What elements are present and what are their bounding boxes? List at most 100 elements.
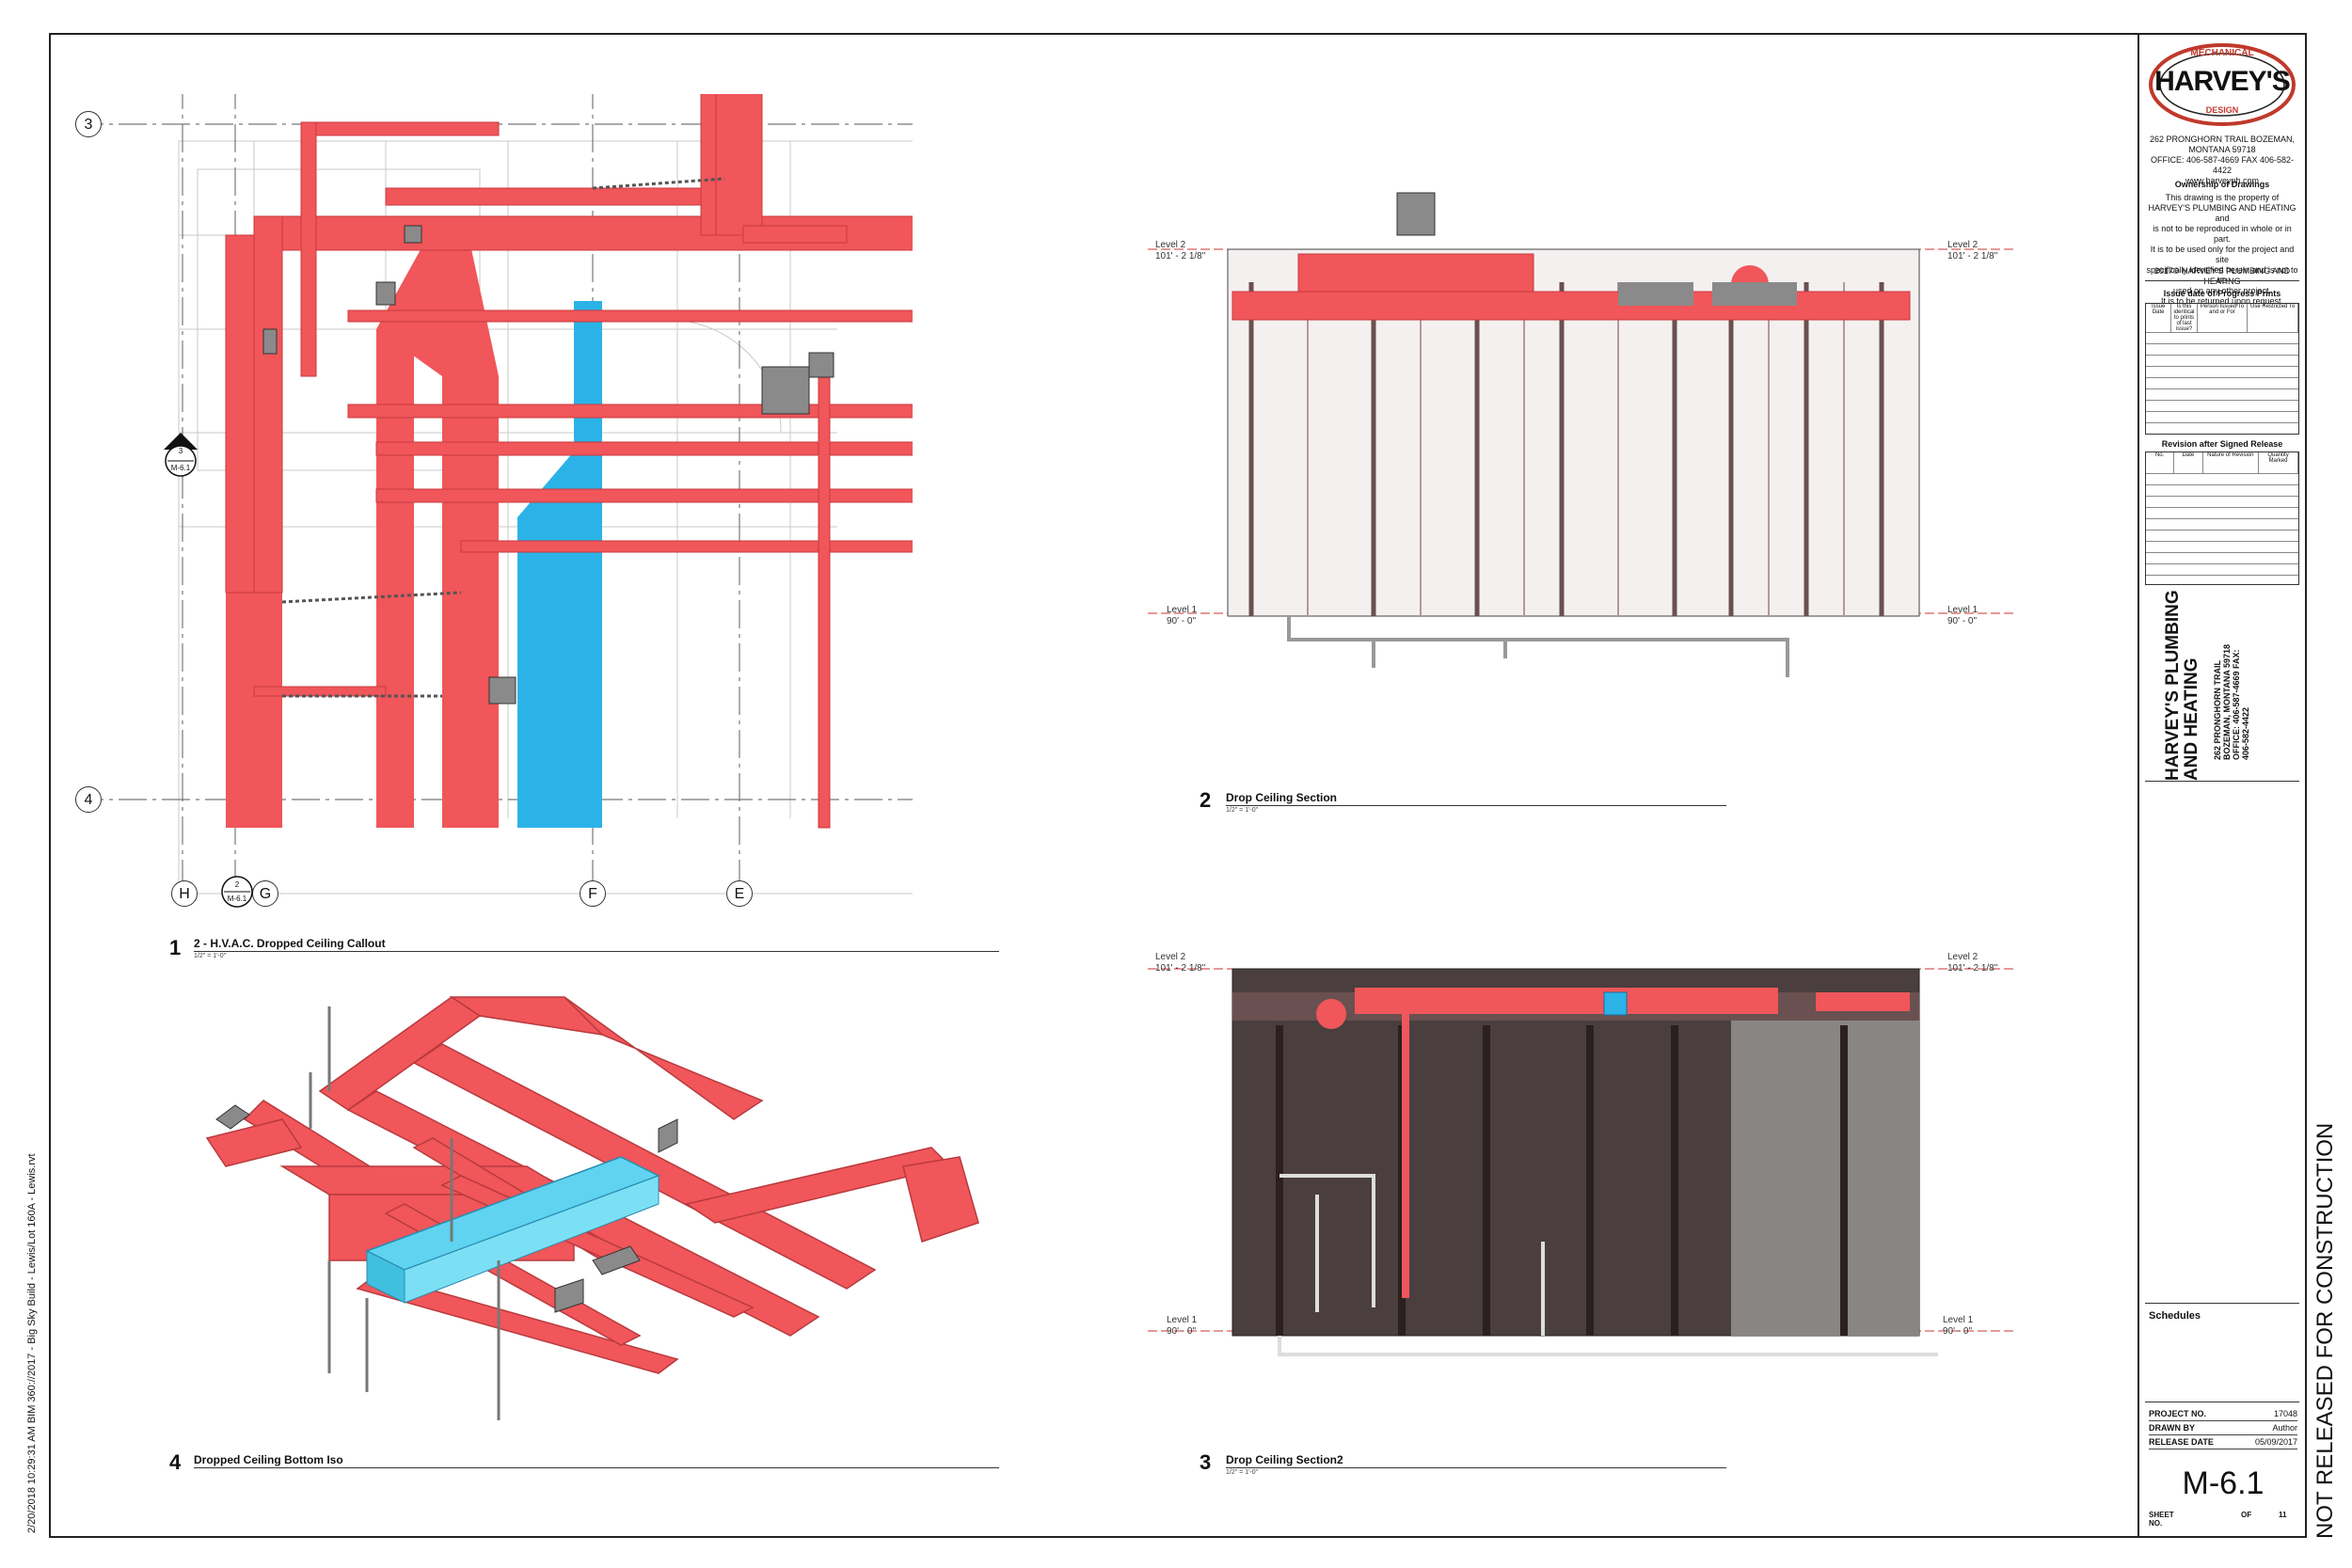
address-line: 262 PRONGHORN TRAIL BOZEMAN, [2149,135,2296,144]
ownership-line: is not to be reproduced in whole or in p… [2153,224,2292,244]
release-date-value: 05/09/2017 [2254,1437,2297,1447]
release-date-row: RELEASE DATE 05/09/2017 [2149,1435,2297,1449]
drawn-by-value: Author [2272,1423,2297,1433]
revisions-title: Revision after Signed Release [2161,439,2283,449]
grid-bubble-3: 3 [75,111,102,137]
level-elev: 90' - 0" [1943,1326,1973,1337]
address-line: OFFICE: 406-587-4669 FAX 406-582-4422 [2150,155,2295,175]
section-marker-icon [221,876,253,908]
tb-divider [2145,781,2299,782]
level-elev: 101' - 2 1/8" [1947,251,1998,261]
progress-prints-title: Issue date of Progress Prints [2163,289,2281,298]
view-2-underline [1226,805,1726,806]
view-3-scale: 1/2" = 1'-0" [1226,1469,1259,1476]
logo-ellipse-icon [2149,43,2296,126]
rev-header: Nature of Revision [2203,452,2260,473]
title-block [2137,33,2307,1538]
progress-prints-table: Issue Date Is this identical to prints o… [2145,303,2299,435]
grid-bubble-f: F [580,880,606,907]
ownership-line: It is to be used only for the project an… [2150,245,2295,264]
level-name: Level 1 [1167,605,1198,615]
level-elev: 90' - 0" [1947,616,1978,626]
view-1-number: 1 [169,936,182,959]
ownership-line: used on any other project. [2172,286,2272,295]
pp-header: Is this identical to prints of last issu… [2171,304,2198,332]
address-block: 262 PRONGHORN TRAIL BOZEMAN, MONTANA 597… [2145,135,2299,186]
company-addr-line: OFFICE: 406-587-4669 FAX: [2232,649,2241,760]
section-callout-bottom-num: 2 [234,880,240,889]
company-addr-line: BOZEMAN, MONTANA 59718 [2222,643,2232,760]
level-name: Level 1 [1943,1315,1974,1325]
grid-bubble-e: E [726,880,753,907]
view-1-scale: 1/2" = 1'-0" [194,953,227,959]
section-callout-bottom[interactable]: 2 M-6.1 [220,875,254,912]
not-released-watermark: NOT RELEASED FOR CONSTRUCTION [2312,1122,2338,1539]
view-2-scale: 1/2" = 1'-0" [1226,807,1259,814]
level-elev: 90' - 0" [1167,616,1197,626]
rev-header: No. [2146,452,2175,473]
level-name: Level 1 [1167,1315,1198,1325]
ownership-line: This drawing is the property of [2165,193,2280,202]
address-line: MONTANA 59718 [2188,145,2256,154]
sheet-border [49,33,2307,1538]
view-4-title: Dropped Ceiling Bottom Iso [194,1453,343,1466]
total-sheets: 11 [2279,1511,2287,1519]
company-address-vertical: 262 PRONGHORN TRAIL BOZEMAN, MONTANA 597… [2213,644,2250,760]
view-2-number: 2 [1200,788,1212,812]
project-info: PROJECT NO. 17048 DRAWN BY Author RELEAS… [2149,1407,2297,1449]
section-callout-top-sheet: M-6.1 [170,464,191,472]
view-3-title: Drop Ceiling Section2 [1226,1453,1343,1466]
logo-main-text: HARVEY'S [2154,66,2291,97]
pp-header: Issue Date [2146,304,2172,332]
view-4-underline [194,1467,999,1468]
company-name-line: HARVEY'S PLUMBING [2163,590,2183,781]
tb-divider [2145,1303,2299,1304]
company-addr-line: 406-582-4422 [2241,706,2250,760]
logo-top-text: MECHANICAL [2190,48,2254,58]
sheet-no-label: SHEET NO. [2149,1511,2174,1528]
grid-bubble-h: H [171,880,198,907]
logo-bottom-text: DESIGN [2205,105,2239,115]
ownership-line: HARVEY'S PLUMBING AND HEATING and [2148,203,2296,223]
section-3-drawing [1148,968,2013,1356]
iso-view-drawing [205,996,979,1420]
schedules-label: Schedules [2149,1310,2201,1322]
section-2-drawing [1148,192,2013,677]
view-4-number: 4 [169,1450,182,1474]
project-no-row: PROJECT NO. 17048 [2149,1407,2297,1421]
section-callout-top[interactable]: 3 M-6.1 [164,433,198,489]
rev-header: Quantity Marked [2259,452,2299,473]
view-2-title: Drop Ceiling Section [1226,791,1338,804]
view-1-title: 2 - H.V.A.C. Dropped Ceiling Callout [194,937,386,950]
level-name: Level 2 [1947,952,1979,962]
project-no-value: 17048 [2273,1409,2297,1418]
drawn-by-row: DRAWN BY Author [2149,1421,2297,1435]
company-logo: MECHANICAL HARVEY'S DESIGN [2147,40,2297,129]
release-date-label: RELEASE DATE [2149,1437,2214,1447]
grid-bubble-g: G [252,880,278,907]
tb-divider [2145,280,2299,281]
file-stamp: 2/20/2018 10:29:31 AM BIM 360://2017 - B… [26,1153,38,1533]
level-name: Level 2 [1155,240,1186,250]
copyright: 2017© HARVEY'S PLUMBING AND HEATING [2153,266,2291,286]
drawn-by-label: DRAWN BY [2149,1423,2195,1433]
project-no-label: PROJECT NO. [2149,1409,2207,1418]
ownership-title: Ownership of Drawings [2174,180,2270,189]
company-name-line: AND HEATING [2182,657,2201,781]
company-name-vertical: HARVEY'S PLUMBING AND HEATING [2163,590,2201,781]
rev-header: Date [2174,452,2203,473]
ownership-line: It is to be returned upon request. [2160,296,2284,306]
plan-view-drawing [75,94,913,895]
level-elev: 101' - 2 1/8" [1155,963,1206,974]
of-label: OF [2241,1511,2252,1519]
view-3-underline [1226,1467,1726,1468]
level-name: Level 1 [1947,605,1979,615]
company-addr-line: 262 PRONGHORN TRAIL [2213,659,2222,760]
